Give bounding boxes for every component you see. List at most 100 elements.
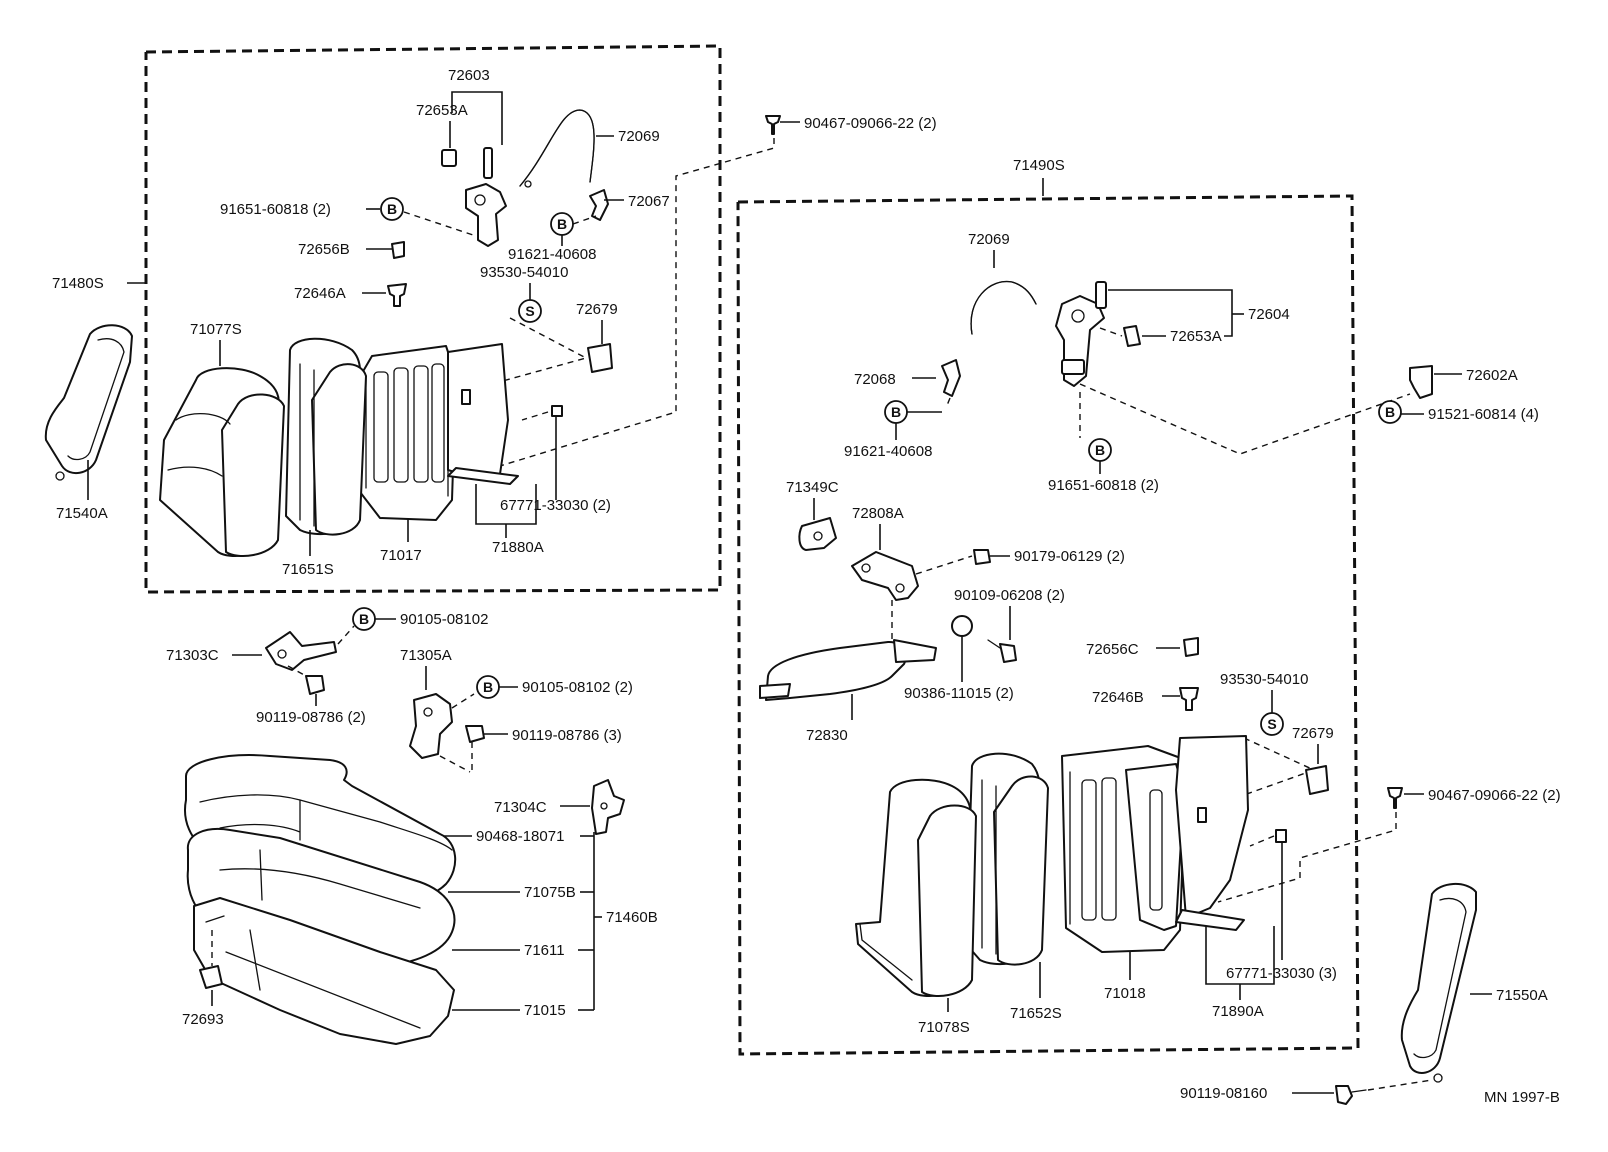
bolt-symbol-icon: [1378, 400, 1402, 424]
label-90119-08160: 90119-08160: [1180, 1085, 1267, 1102]
label-90468: 90468-18071: [476, 828, 564, 845]
part-67771-fastener-right: 67771-33030 (3): [1226, 829, 1337, 982]
svg-text:B: B: [891, 404, 901, 420]
label-72069-right: 72069: [968, 231, 1010, 248]
part-91621-bolt-right: B 91621-40608: [844, 400, 942, 460]
label-71305A: 71305A: [400, 647, 452, 664]
label-72067: 72067: [628, 193, 670, 210]
group-box-71480S: 71480S: [52, 44, 722, 594]
part-72656B-clip: 72656B: [298, 241, 405, 259]
label-72808A: 72808A: [852, 505, 904, 522]
diagram-code: MN 1997-B: [1484, 1089, 1560, 1106]
part-72646B-clip: 72646B: [1092, 687, 1199, 711]
screw-symbol-icon: [1260, 712, 1284, 736]
part-71540A-side-pad: 71540A: [44, 324, 133, 522]
group-label-71480S: 71480S: [52, 275, 104, 292]
part-72069-cable-left: 72069: [519, 109, 660, 188]
svg-text:S: S: [525, 303, 534, 319]
part-90468-clip: 90468-18071: [431, 828, 594, 845]
label-72693: 72693: [182, 1011, 224, 1028]
label-71018: 71018: [1104, 985, 1146, 1002]
part-91651-bolt-right: B 91651-60818 (2): [1048, 392, 1159, 494]
svg-text:B: B: [359, 611, 369, 627]
part-72693-clip: 72693: [182, 930, 224, 1028]
label-71890A: 71890A: [1212, 1003, 1264, 1020]
label-72069-left: 72069: [618, 128, 660, 145]
part-90179-bolt: 90179-06129 (2): [973, 548, 1125, 565]
part-71015-cushion-frame: 71015: [193, 897, 594, 1045]
label-71651S: 71651S: [282, 561, 334, 578]
svg-text:B: B: [557, 216, 567, 232]
label-93530-right: 93530-54010: [1220, 671, 1308, 688]
label-72604: 72604: [1248, 306, 1290, 323]
part-91521-bolt: B 91521-60814 (4): [1378, 400, 1539, 424]
label-72656B: 72656B: [298, 241, 350, 258]
part-72604-lock-assembly: 72604 72653A: [1055, 281, 1411, 455]
label-71077S: 71077S: [190, 321, 242, 338]
part-71652S-cover: 71652S: [965, 752, 1062, 1022]
label-91621-right: 91621-40608: [844, 443, 932, 460]
label-71015: 71015: [524, 1002, 566, 1019]
label-71550A: 71550A: [1496, 987, 1548, 1004]
label-90109: 90109-06208 (2): [954, 587, 1065, 604]
part-72679-pad-left: 72679: [576, 301, 618, 373]
group-bracket-71460B: 71460B: [593, 832, 658, 1010]
part-71349C-cover: 71349C: [786, 479, 839, 551]
part-90105-bolt-a: B 90105-08102: [352, 607, 488, 631]
label-72602A: 72602A: [1466, 367, 1518, 384]
label-90467-right: 90467-09066-22 (2): [1428, 787, 1561, 804]
label-72646A: 72646A: [294, 285, 346, 302]
group-label-71460B: 71460B: [606, 909, 658, 926]
part-90386-grommet: 90386-11015 (2): [904, 615, 1014, 702]
part-71078S-seatback-cover: 71078S: [855, 778, 977, 1036]
label-71349C: 71349C: [786, 479, 839, 496]
label-72679-right: 72679: [1292, 725, 1334, 742]
part-71890A-back-board: 71890A: [1175, 735, 1275, 1020]
part-71550A-side-pad: 71550A: [1400, 883, 1548, 1083]
part-90109-bolt: 90109-06208 (2): [954, 587, 1065, 663]
group-box-71490S: 71490S: [736, 157, 1360, 1056]
svg-text:B: B: [387, 201, 397, 217]
svg-text:B: B: [1095, 442, 1105, 458]
part-71880A-back-board: 71880A: [447, 343, 544, 556]
part-90105-bolt-b: B 90105-08102 (2): [476, 675, 633, 699]
label-72603: 72603: [448, 67, 490, 84]
part-72069-cable-right: 72069: [968, 231, 1037, 335]
part-91621-bolt-left: B 91621-40608: [508, 212, 596, 263]
part-72603-lock-assembly: 72603 72653A: [416, 67, 507, 247]
part-67771-fastener-left: 67771-33030 (2): [500, 405, 611, 514]
part-90119-08786-bolt-a: 90119-08786 (2): [256, 675, 366, 726]
part-72068-bracket: 72068: [854, 359, 961, 409]
label-90467-top: 90467-09066-22 (2): [804, 115, 937, 132]
label-71017: 71017: [380, 547, 422, 564]
label-71078S: 71078S: [918, 1019, 970, 1036]
part-72808A-hinge: 72808A: [851, 505, 973, 660]
part-71651S-cover: 71651S: [282, 337, 367, 578]
label-72646B: 72646B: [1092, 689, 1144, 706]
part-72602A-bracket: 72602A: [1409, 365, 1518, 399]
part-90119-08160-bolt: 90119-08160: [1180, 1079, 1433, 1105]
part-90467-clip-top: 90467-09066-22 (2): [499, 115, 937, 467]
bolt-symbol-icon: [380, 197, 404, 221]
part-71017-seatback-frame: 71017: [357, 345, 457, 564]
label-71304C: 71304C: [494, 799, 547, 816]
part-72067-bracket: 72067: [589, 189, 670, 221]
part-90467-clip-right: 90467-09066-22 (2): [1217, 787, 1561, 903]
part-72646A-clip: 72646A: [294, 283, 407, 307]
part-71304C-bracket: 71304C: [494, 779, 625, 835]
part-93530-screw-right: 93530-54010 S: [1220, 671, 1316, 801]
group-label-71490S: 71490S: [1013, 157, 1065, 174]
part-71077S-seatback-cover: 71077S: [159, 321, 285, 557]
part-71305A-bracket: 71305A: [400, 647, 475, 773]
label-72830: 72830: [806, 727, 848, 744]
label-67771-right: 67771-33030 (3): [1226, 965, 1337, 982]
svg-text:B: B: [1385, 404, 1395, 420]
part-91651-bolt-left: 91651-60818 (2) B: [220, 197, 477, 237]
label-71611: 71611: [524, 942, 565, 959]
label-90105-b: 90105-08102 (2): [522, 679, 633, 696]
label-71880A: 71880A: [492, 539, 544, 556]
label-90105-a: 90105-08102: [400, 611, 488, 628]
part-93530-screw-left: 93530-54010 S: [469, 264, 588, 391]
label-91521: 91521-60814 (4): [1428, 406, 1539, 423]
